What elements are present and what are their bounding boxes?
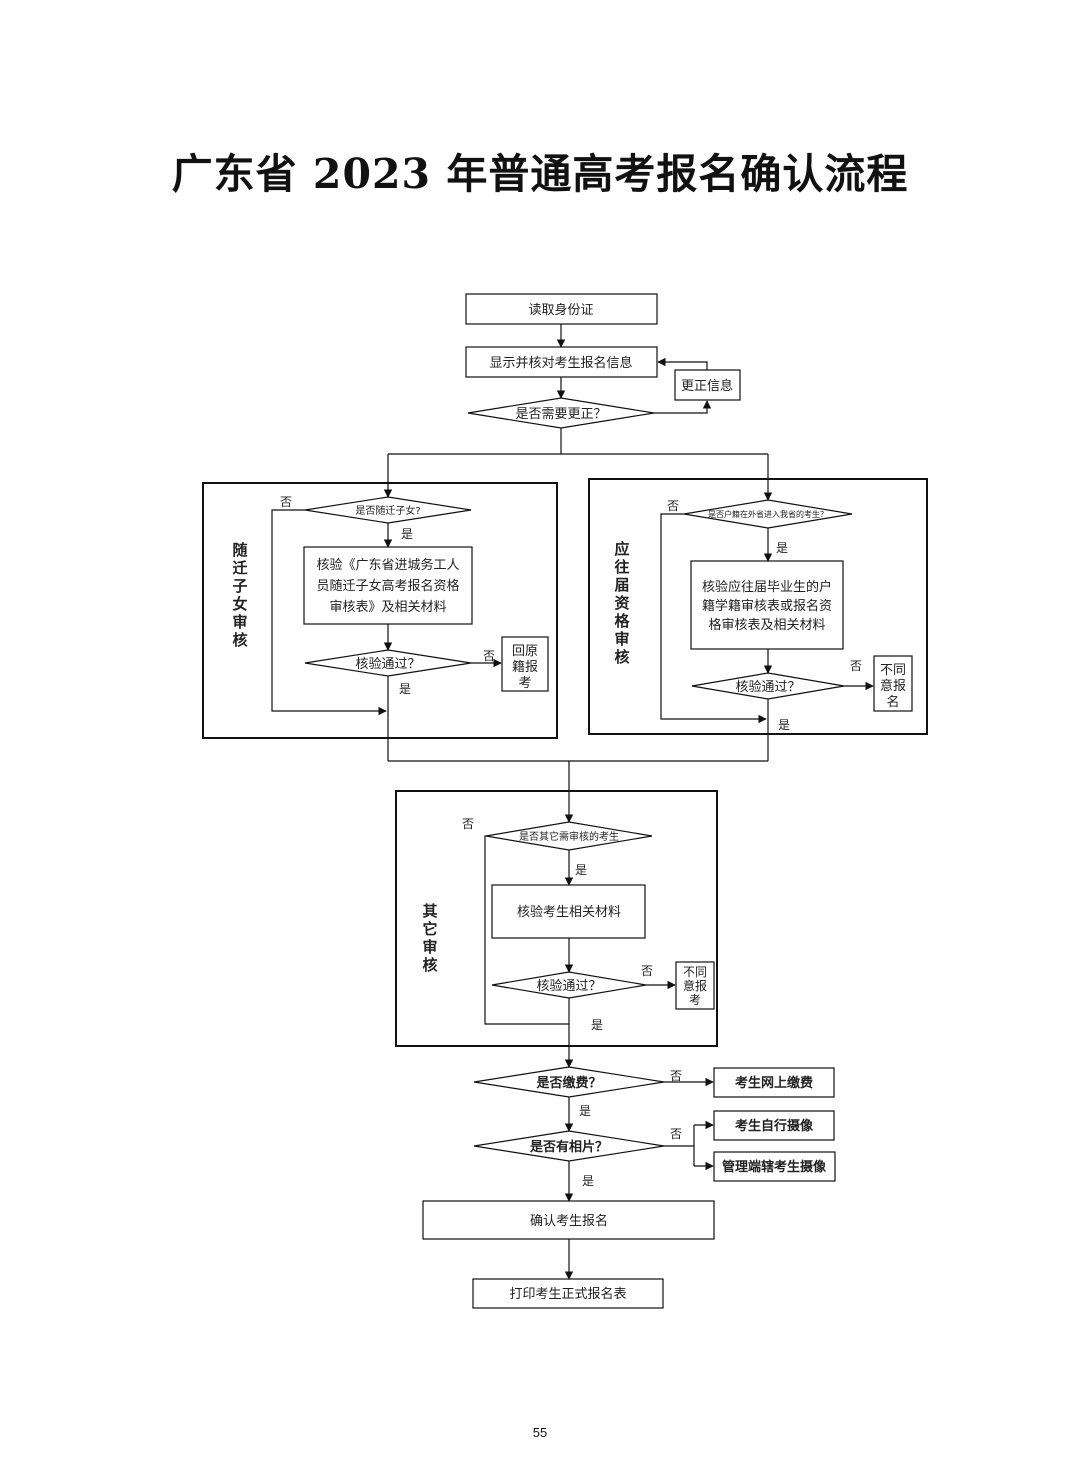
mig-question-diamond	[304, 496, 472, 524]
photo-yes-label: 是	[582, 1174, 594, 1188]
other-label-char-2: 它	[422, 920, 437, 938]
need-correct-text: 是否需要更正？	[515, 407, 606, 422]
migrant-label-char-1: 随	[232, 541, 247, 559]
fresh-section-label: 应 往 届 资 格 审 核	[614, 540, 630, 666]
fresh-reject-line-3: 名	[886, 694, 899, 710]
photo-no-label: 否	[670, 1127, 682, 1141]
other-section-label: 其 它 审 核	[422, 902, 437, 974]
other-question-diamond	[485, 821, 653, 851]
mig-pass-text: 核验通过？	[355, 656, 420, 672]
admin-photo-text: 管理端辖考生摄像	[722, 1159, 827, 1175]
self-photo-box	[713, 1110, 835, 1141]
mig-question-text: 是否随迁子女?	[355, 504, 420, 517]
other-label-char-4: 核	[422, 956, 437, 974]
mig-verify-line-1: 核验《广东省进城务工人	[316, 557, 459, 573]
paid-text: 是否缴费？	[535, 1075, 601, 1091]
fresh-question-text: 是否户籍在外省进入我省的考生？	[708, 509, 828, 519]
fresh-label-char-3: 届	[614, 576, 629, 594]
mig-return-line-1: 回原	[512, 644, 538, 659]
fresh-yes-label-1: 是	[776, 541, 788, 555]
fresh-verify-line-1: 核验应往届毕业生的户	[702, 579, 832, 595]
admin-photo-box	[713, 1151, 836, 1182]
mig-yes-label-2: 是	[399, 682, 411, 696]
other-no-label-1: 否	[462, 817, 474, 831]
fresh-label-char-2: 往	[614, 558, 629, 576]
other-yes-label-2: 是	[591, 1018, 603, 1032]
fresh-reject-line-1: 不同	[880, 663, 906, 678]
other-reject-box	[675, 961, 715, 1010]
fresh-verify-line-3: 格审核表及相关材料	[708, 617, 825, 633]
mig-verify-line-3: 审核表》及相关材料	[329, 600, 446, 615]
fresh-label-char-4: 资	[614, 594, 629, 612]
other-yes-label-1: 是	[575, 863, 587, 877]
confirm-text: 确认考生报名	[530, 1213, 608, 1229]
mig-return-box	[501, 636, 549, 692]
read-id-text: 读取身份证	[528, 302, 593, 318]
mig-no-label-2: 否	[483, 649, 495, 663]
migrant-label-char-4: 女	[232, 595, 247, 613]
fresh-reject-line-2: 意报	[880, 678, 906, 694]
print-text: 打印考生正式报名表	[509, 1286, 626, 1302]
correct-info-text: 更正信息	[681, 378, 733, 394]
migrant-label-char-2: 迁	[232, 559, 247, 577]
pay-online-text: 考生网上缴费	[735, 1075, 813, 1091]
page-title: 广东省 2023 年普通高考报名确认流程	[171, 150, 909, 198]
fresh-label-char-7: 核	[614, 648, 629, 666]
fresh-section-frame	[588, 478, 928, 735]
migrant-label-char-6: 核	[232, 631, 247, 649]
fresh-no-label-1: 否	[667, 499, 679, 513]
migrant-section-frame	[202, 482, 558, 739]
other-verify-text: 核验考生相关材料	[517, 904, 621, 920]
migrant-label-char-3: 子	[232, 577, 247, 595]
show-info-text: 显示并核对考生报名信息	[489, 355, 632, 371]
other-pass-text: 核验通过？	[536, 978, 601, 994]
paid-no-label: 否	[670, 1069, 682, 1083]
paid-yes-label: 是	[579, 1104, 591, 1118]
page-number: 55	[532, 1425, 548, 1440]
other-no-label-2: 否	[641, 964, 653, 978]
fresh-reject-box	[873, 655, 913, 712]
fresh-label-char-5: 格	[614, 612, 630, 630]
fresh-verify-line-2: 籍学籍审核表或报名资	[702, 598, 832, 614]
fresh-yes-label-2: 是	[778, 718, 790, 732]
pay-online-box	[713, 1067, 835, 1098]
other-section-frame	[395, 790, 718, 1047]
other-question-text: 是否其它需审核的考生	[519, 830, 619, 843]
fresh-label-char-1: 应	[614, 540, 629, 558]
other-reject-line-1: 不同	[683, 965, 707, 979]
mig-no-label-1: 否	[280, 495, 292, 509]
mig-return-line-3: 考	[518, 676, 531, 691]
other-label-char-3: 审	[422, 938, 437, 956]
fresh-label-char-6: 审	[614, 630, 629, 648]
other-reject-line-3: 考	[689, 993, 701, 1007]
fresh-pass-text: 核验通过？	[735, 679, 800, 695]
migrant-label-char-5: 审	[232, 613, 247, 631]
photo-text: 是否有相片？	[529, 1139, 608, 1155]
mig-verify-line-2: 员随迁子女高考报名资格	[316, 578, 459, 594]
other-reject-line-2: 意报	[683, 978, 707, 993]
mig-return-line-2: 籍报	[512, 659, 538, 675]
fresh-question-diamond	[683, 499, 853, 529]
self-photo-text: 考生自行摄像	[735, 1118, 814, 1134]
migrant-section-label: 随 迁 子 女 审 核	[232, 541, 247, 649]
fresh-no-label-2: 否	[850, 659, 862, 673]
other-label-char-1: 其	[422, 902, 437, 920]
mig-yes-label-1: 是	[401, 527, 413, 541]
